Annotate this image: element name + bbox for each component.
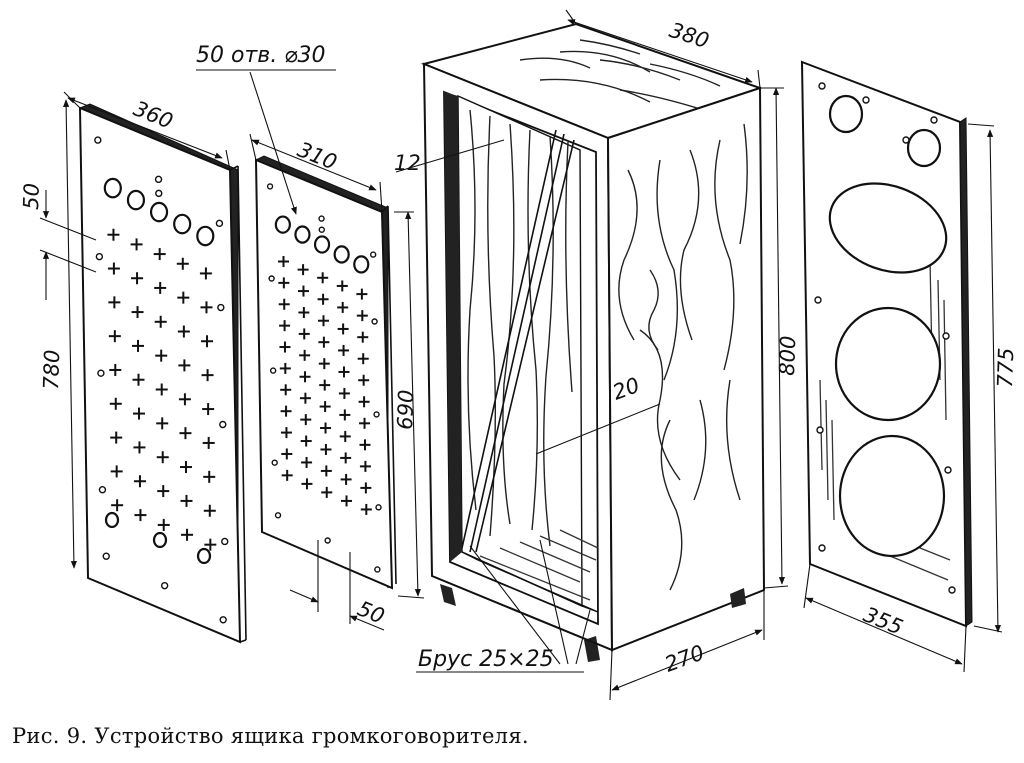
- holes-note: 50 отв. ⌀30: [196, 43, 336, 215]
- vent-hole: [103, 177, 122, 199]
- screw-hole: [266, 183, 274, 190]
- screw-hole: [155, 189, 163, 198]
- loudspeaker-cabinet-diagram: 360 780 50 310 690: [19, 9, 1018, 700]
- vent-hole: [149, 201, 169, 223]
- screw-hole: [948, 586, 956, 594]
- screw-hole: [215, 219, 224, 228]
- screw-hole: [269, 367, 277, 374]
- screw-hole: [160, 581, 169, 590]
- svg-text:355: 355: [860, 602, 906, 639]
- screw-hole: [902, 136, 910, 144]
- svg-text:775: 775: [993, 347, 1018, 388]
- battens-label: Брус 25×25: [416, 539, 591, 673]
- svg-text:50: 50: [19, 183, 44, 211]
- svg-text:690: 690: [393, 389, 418, 430]
- dim-front-height: 780: [39, 99, 77, 569]
- vent-hole: [196, 547, 212, 565]
- screw-hole: [369, 251, 377, 258]
- screw-hole: [154, 175, 163, 184]
- screw-hole: [818, 82, 826, 90]
- svg-text:50 отв. ⌀30: 50 отв. ⌀30: [196, 43, 325, 68]
- back-panel: [800, 60, 973, 628]
- screw-hole: [221, 537, 229, 546]
- screw-hole: [94, 136, 102, 144]
- screw-hole: [97, 369, 105, 377]
- vent-hole: [196, 225, 215, 247]
- vent-hole: [294, 225, 311, 244]
- screw-hole: [102, 552, 110, 560]
- vent-hole: [313, 235, 331, 254]
- screw-hole: [862, 96, 870, 104]
- dim-back-height: 775: [967, 123, 1018, 633]
- screw-hole: [219, 420, 227, 429]
- screw-hole: [271, 459, 278, 466]
- svg-text:12: 12: [394, 151, 421, 175]
- figure-caption: Рис. 9. Устройство ящика громкоговорител…: [12, 724, 529, 748]
- screw-hole: [816, 426, 824, 434]
- screw-hole: [942, 332, 950, 340]
- screw-hole: [375, 504, 382, 511]
- screw-hole: [274, 512, 282, 519]
- vent-hole: [173, 213, 192, 235]
- screw-hole: [268, 275, 275, 282]
- vent-hole: [104, 511, 120, 529]
- vent-hole: [274, 215, 291, 234]
- vent-hole: [333, 245, 350, 264]
- screw-hole: [98, 486, 107, 494]
- screw-hole: [814, 296, 822, 304]
- dim-inner-height: 690: [393, 211, 425, 599]
- inner-panel: [254, 155, 397, 590]
- screw-hole: [217, 303, 225, 312]
- screw-hole: [324, 537, 331, 544]
- front-panel: [78, 103, 247, 644]
- screw-hole: [374, 566, 381, 573]
- dim-box-height: 800: [760, 87, 800, 589]
- screw-hole: [818, 544, 826, 552]
- svg-text:310: 310: [294, 137, 340, 174]
- screw-hole: [95, 252, 104, 261]
- screw-hole: [318, 215, 325, 222]
- svg-text:380: 380: [666, 18, 712, 53]
- dim-box-thickness: 12: [394, 139, 505, 175]
- vent-hole: [152, 531, 168, 549]
- vent-hole: [126, 189, 146, 211]
- cabinet-box: [420, 22, 766, 662]
- svg-text:800: 800: [775, 335, 800, 376]
- screw-hole: [219, 616, 227, 624]
- svg-text:270: 270: [662, 640, 708, 676]
- screw-hole: [371, 318, 378, 325]
- svg-text:50: 50: [354, 596, 388, 628]
- svg-text:780: 780: [39, 349, 64, 390]
- screw-hole: [944, 466, 952, 474]
- vent-hole: [353, 255, 370, 274]
- dim-front-spacing: 50: [19, 183, 97, 300]
- screw-hole: [930, 116, 938, 124]
- svg-text:Брус 25×25: Брус 25×25: [418, 647, 554, 672]
- screw-hole: [318, 226, 325, 233]
- screw-hole: [373, 411, 380, 418]
